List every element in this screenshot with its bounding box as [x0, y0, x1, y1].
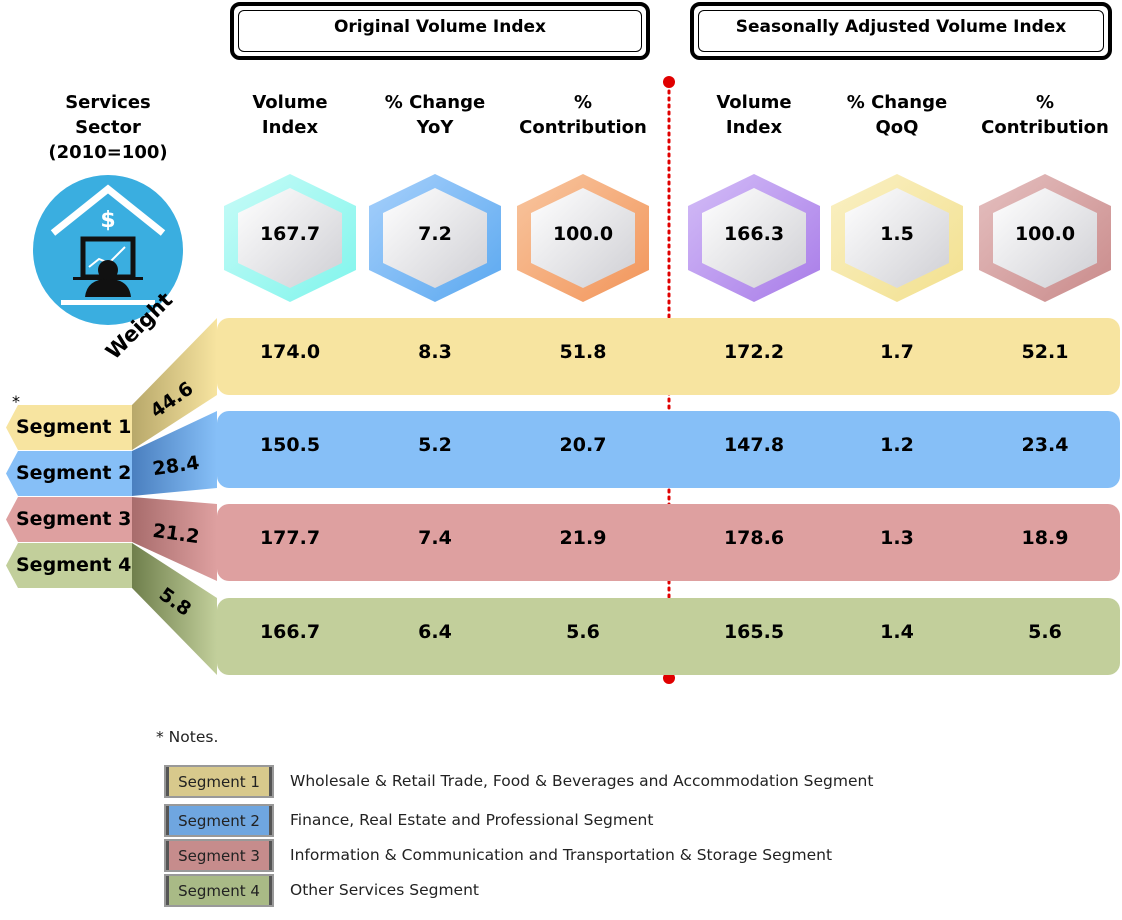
- column-header-line1: % Change: [384, 92, 486, 113]
- segment-value: 166.7: [259, 620, 321, 643]
- column-header-line2: Contribution: [519, 117, 647, 138]
- column-header-line2: QoQ: [875, 117, 919, 138]
- legend-swatch: Segment 3: [164, 839, 274, 872]
- segment-note-mark: *: [12, 392, 20, 411]
- seasonal-index-title: Seasonally Adjusted Volume Index: [698, 10, 1104, 52]
- segment-tag: [6, 405, 132, 450]
- notes-title: * Notes.: [156, 728, 219, 746]
- weight-connector: [132, 318, 217, 450]
- segment-value: 1.2: [880, 433, 914, 456]
- seasonal-index-header: Seasonally Adjusted Volume Index: [690, 2, 1112, 60]
- segment-value: 147.8: [723, 433, 785, 456]
- column-header: % Contribution: [970, 90, 1120, 140]
- legend-swatch: Segment 1: [164, 765, 274, 798]
- column-header-line1: Volume: [252, 92, 328, 113]
- legend-description: Wholesale & Retail Trade, Food & Beverag…: [290, 772, 874, 790]
- total-value: 7.2: [418, 223, 452, 245]
- segment-value: 52.1: [1021, 340, 1069, 363]
- weight-connector: [132, 497, 217, 581]
- legend-description: Information & Communication and Transpor…: [290, 846, 833, 864]
- segment-value: 172.2: [723, 340, 785, 363]
- segment-value: 177.7: [259, 526, 321, 549]
- legend-swatch: Segment 2: [164, 804, 274, 837]
- total-value: 166.3: [723, 223, 785, 245]
- total-value: 100.0: [552, 223, 614, 245]
- segment-value: 18.9: [1021, 526, 1069, 549]
- sector-label-line: Sector: [75, 117, 141, 138]
- hexagon-inner: [238, 188, 342, 288]
- segment-value: 8.3: [418, 340, 452, 363]
- segment-row-bar: [217, 318, 1120, 395]
- segment-value: 150.5: [259, 433, 321, 456]
- segment-value: 6.4: [418, 620, 452, 643]
- segment-row-bar: [217, 504, 1120, 581]
- segment-value: 21.9: [559, 526, 607, 549]
- column-header-line2: Index: [261, 117, 319, 138]
- column-header-line2: Index: [725, 117, 783, 138]
- original-index-header: Original Volume Index: [230, 2, 650, 60]
- column-header-line1: Volume: [716, 92, 792, 113]
- column-header-line2: YoY: [416, 117, 454, 138]
- column-header-line1: %: [1035, 92, 1055, 113]
- sector-label-line: Services: [65, 92, 151, 113]
- divider-end-dot: [663, 76, 675, 88]
- weight-connector: [132, 411, 217, 496]
- segment-tag: [6, 451, 132, 496]
- segment-row-bar: [217, 411, 1120, 488]
- segment-value: 178.6: [723, 526, 785, 549]
- services-sector-icon: $: [33, 175, 183, 325]
- segment-label: Segment 3: [16, 508, 132, 530]
- segment-value: 20.7: [559, 433, 607, 456]
- segment-value: 5.6: [1028, 620, 1062, 643]
- segment-tag: [6, 497, 132, 542]
- segment-label: Segment 1: [16, 416, 132, 438]
- banker-computer-icon: $: [50, 184, 166, 305]
- segment-value: 174.0: [259, 340, 321, 363]
- segment-row-bar: [217, 598, 1120, 675]
- hexagon-inner: [845, 188, 949, 288]
- sector-label-line: (2010=100): [48, 142, 168, 163]
- svg-text:$: $: [100, 208, 115, 233]
- segment-value: 1.3: [880, 526, 914, 549]
- segment-label: Segment 2: [16, 462, 132, 484]
- original-index-title: Original Volume Index: [238, 10, 642, 52]
- segment-value: 23.4: [1021, 433, 1069, 456]
- segment-value: 1.4: [880, 620, 914, 643]
- legend-description: Other Services Segment: [290, 881, 479, 899]
- column-header: % Contribution: [508, 90, 658, 140]
- sector-label: Services Sector (2010=100): [33, 90, 183, 165]
- segment-value: 51.8: [559, 340, 607, 363]
- column-header-line1: % Change: [846, 92, 948, 113]
- segment-value: 5.6: [566, 620, 600, 643]
- segment-value: 5.2: [418, 433, 452, 456]
- segment-tag: [6, 543, 132, 588]
- segment-value: 7.4: [418, 526, 452, 549]
- total-value: 1.5: [880, 223, 914, 245]
- total-value: 167.7: [259, 223, 321, 245]
- hexagon-inner: [383, 188, 487, 288]
- legend-description: Finance, Real Estate and Professional Se…: [290, 811, 654, 829]
- segment-value: 1.7: [880, 340, 914, 363]
- hexagon-inner: [993, 188, 1097, 288]
- column-header-line2: Contribution: [981, 117, 1109, 138]
- weight-connector: [132, 543, 217, 675]
- hexagon-inner: [702, 188, 806, 288]
- segment-value: 165.5: [723, 620, 785, 643]
- segment-label: Segment 4: [16, 554, 132, 576]
- legend-swatch: Segment 4: [164, 874, 274, 907]
- total-value: 100.0: [1014, 223, 1076, 245]
- hexagon-inner: [531, 188, 635, 288]
- column-header-line1: %: [573, 92, 593, 113]
